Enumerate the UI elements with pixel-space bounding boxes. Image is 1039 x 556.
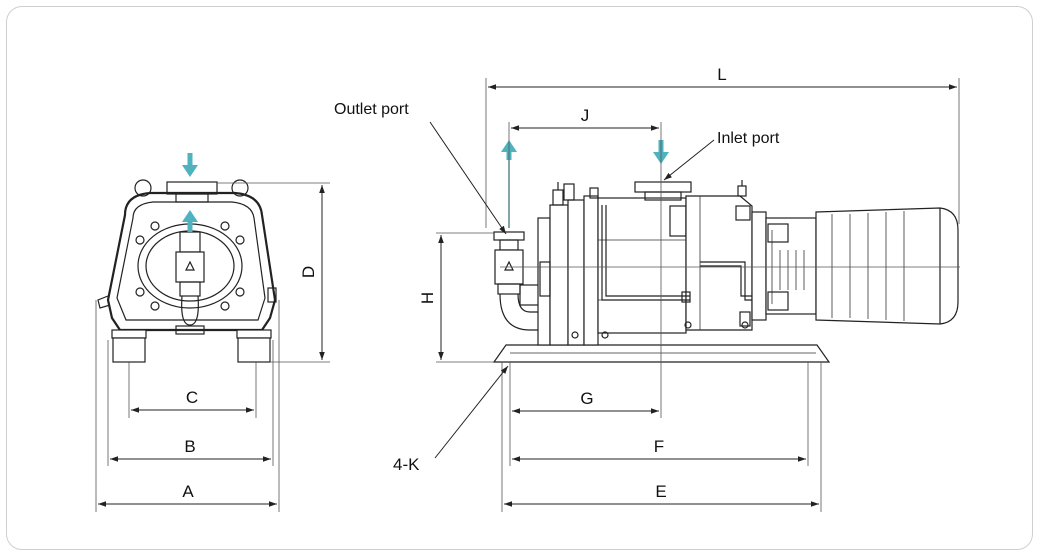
lifting-eye-right <box>231 179 249 197</box>
dim-label-G: G <box>580 389 593 408</box>
dim-label-L: L <box>717 65 726 84</box>
inlet-port-label: Inlet port <box>717 130 780 147</box>
side-pump-body <box>597 197 687 334</box>
front-foot-right <box>237 337 271 363</box>
side-gear-housing <box>685 195 753 331</box>
front-foot-left <box>112 337 146 363</box>
side-dimensions: L J H G F E <box>418 65 960 512</box>
dim-label-J: J <box>581 106 590 125</box>
dim-label-F: F <box>654 437 664 456</box>
dim-label-D: D <box>299 266 318 278</box>
dim-label-H: H <box>418 292 437 304</box>
lifting-eye-left <box>134 179 152 197</box>
mounting-hole-leader <box>434 365 509 459</box>
side-inlet-flange <box>634 181 692 193</box>
front-housing <box>106 191 277 332</box>
inlet-port-leader <box>663 139 715 181</box>
front-check-valve <box>175 251 205 283</box>
dim-label-4K: 4-K <box>393 455 420 474</box>
side-base-plate <box>492 344 831 363</box>
front-dimensions: C B A D <box>95 182 330 512</box>
side-outlet-flange <box>493 231 525 241</box>
outlet-port-label: Outlet port <box>334 101 409 118</box>
dim-label-C: C <box>186 388 198 407</box>
dim-label-A: A <box>182 482 194 501</box>
callouts: Outlet port Inlet port 4-K <box>334 101 780 474</box>
outlet-port-leader <box>429 121 507 235</box>
dim-label-E: E <box>655 482 666 501</box>
front-view <box>97 153 277 363</box>
dim-label-B: B <box>184 437 195 456</box>
side-motor-adapter <box>765 217 817 315</box>
side-view <box>492 140 960 363</box>
side-motor <box>815 207 959 325</box>
